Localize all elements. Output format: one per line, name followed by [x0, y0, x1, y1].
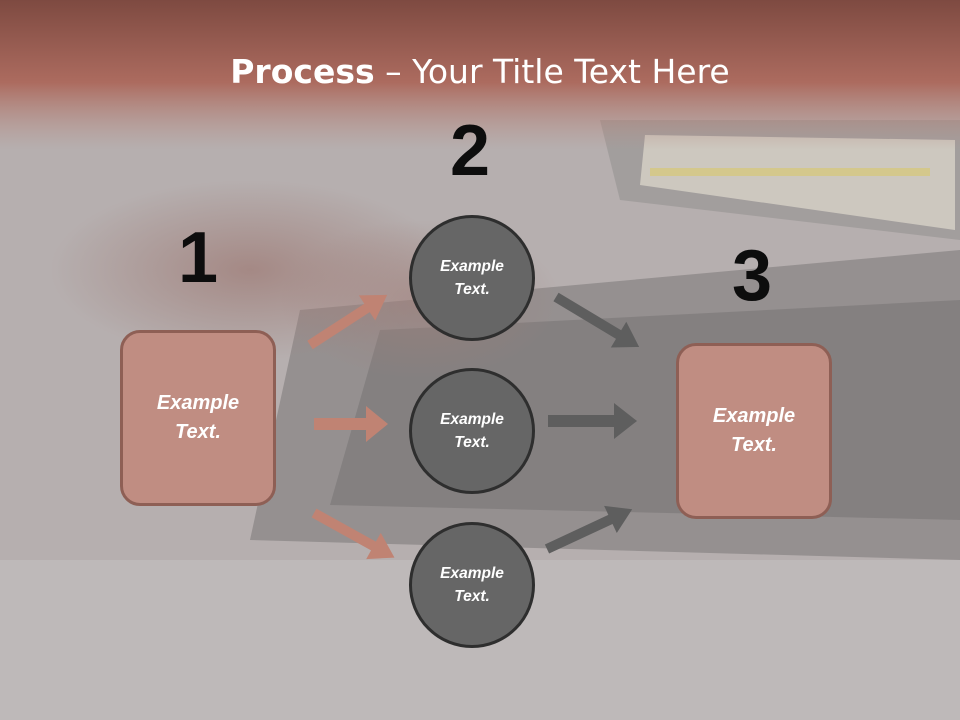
arrow-up-right-left: [307, 294, 388, 350]
step-2-number: 2: [450, 111, 491, 191]
right-arrows: [544, 292, 640, 554]
step-2-circle-middle: Example Text.: [409, 368, 535, 494]
page-title: Process – Your Title Text Here: [0, 52, 960, 91]
step-3-text: Example Text.: [712, 405, 796, 456]
step-2-text-bottom: Example Text.: [440, 565, 504, 605]
step-3-box: Example Text.: [676, 343, 832, 519]
step-2-text-middle: Example Text.: [440, 411, 504, 451]
arrow-right-left: [314, 406, 388, 442]
step-1-box: Example Text.: [120, 330, 276, 506]
title-rest: – Your Title Text Here: [374, 52, 730, 91]
step-2-circle-top: Example Text.: [409, 215, 535, 341]
step-1-text: Example Text.: [156, 392, 240, 443]
step-2-circle-bottom: Example Text.: [409, 522, 535, 648]
arrow-up-right-right: [544, 505, 633, 554]
step-2-text-top: Example Text.: [440, 258, 504, 298]
step-1-number: 1: [178, 218, 219, 298]
step-3-number: 3: [732, 236, 773, 316]
title-bold: Process: [230, 52, 375, 91]
left-arrows: [307, 294, 395, 560]
arrow-down-right-right: [553, 292, 640, 348]
arrow-right-right: [548, 403, 637, 439]
arrow-down-right-left: [311, 508, 395, 560]
